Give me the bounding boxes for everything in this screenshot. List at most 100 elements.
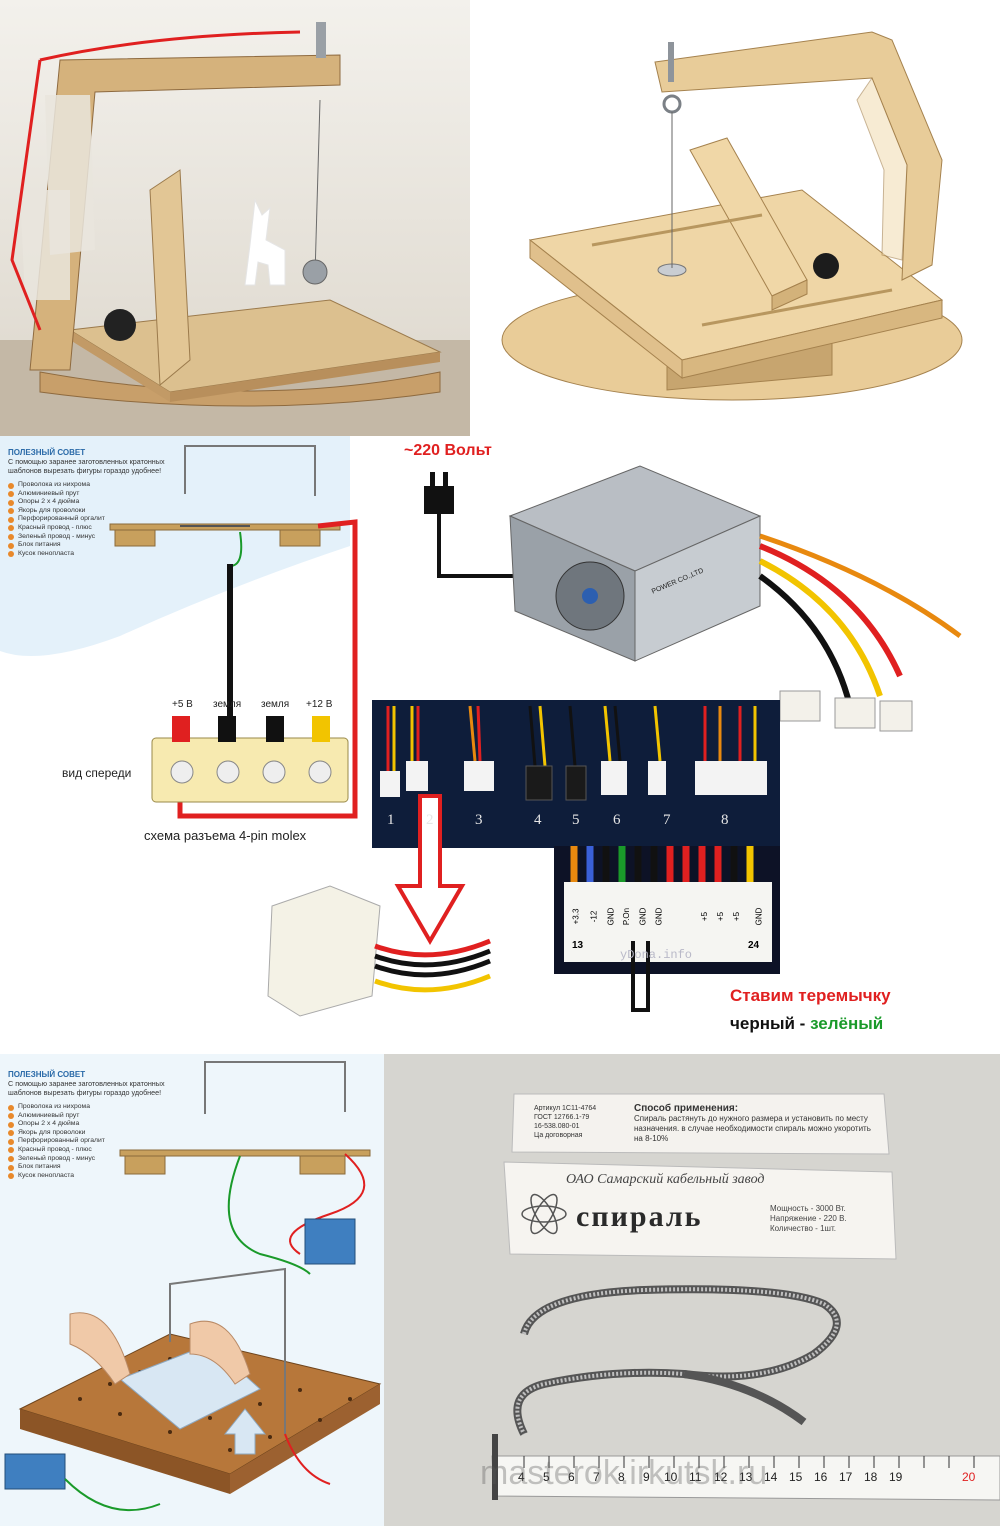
usage-illustration: ПОЛЕЗНЫЙ СОВЕТ С помощью заранее заготов… xyxy=(0,1054,384,1526)
packet-product-name: спираль xyxy=(576,1200,703,1233)
legend-item: Якорь для проволоки xyxy=(8,1129,168,1138)
tip-block-2: ПОЛЕЗНЫЙ СОВЕТ С помощью заранее заготов… xyxy=(8,1070,168,1180)
wiring-diagram-panel: ПОЛЕЗНЫЙ СОВЕТ С помощью заранее заготов… xyxy=(0,436,1000,1054)
atx-pin-label: +3.3 xyxy=(571,908,581,925)
legend-item: Алюминиевый прут xyxy=(8,490,168,499)
tip-title: ПОЛЕЗНЫЙ СОВЕТ xyxy=(8,448,86,457)
ruler-number: 10 xyxy=(664,1470,678,1484)
packet-specs: Мощность - 3000 Вт. Напряжение - 220 В. … xyxy=(770,1204,847,1234)
wiring-diagram-drawing xyxy=(0,436,962,1017)
legend-item: Кусок пенопласта xyxy=(8,1172,168,1181)
atx-pin-label: -12 xyxy=(589,910,599,923)
ruler-number: 4 xyxy=(518,1470,525,1484)
legend-item: Красный провод - плюс xyxy=(8,1146,168,1155)
ruler-number: 13 xyxy=(739,1470,753,1484)
atx-pin-label: +5 xyxy=(716,911,726,922)
tip-text: С помощью заранее заготовленных кратонны… xyxy=(8,1079,165,1097)
legend-item: Блок питания xyxy=(8,1163,168,1172)
atx-pin-label: +5 xyxy=(700,911,710,922)
ruler-number: 20 xyxy=(962,1470,976,1484)
legend-item: Опоры 2 х 4 дюйма xyxy=(8,1120,168,1129)
legend-item: Алюминиевый прут xyxy=(8,1112,168,1121)
molex-pin-label: +5 В xyxy=(172,699,193,710)
molex-pin-label: +12 В xyxy=(306,699,333,710)
ruler-number: 16 xyxy=(814,1470,828,1484)
power-voltage-label: ~220 Вольт xyxy=(404,442,492,459)
legend-item: Проволока из нихрома xyxy=(8,481,168,490)
connector-number: 1 xyxy=(387,812,395,828)
cad-render-cutter xyxy=(472,0,1000,436)
ruler-number: 19 xyxy=(889,1470,903,1484)
tip-title: ПОЛЕЗНЫЙ СОВЕТ xyxy=(8,1070,86,1079)
connector-number: 2 xyxy=(426,812,434,828)
ruler-number: 9 xyxy=(643,1470,650,1484)
packet-spec: Количество - 1шт. xyxy=(770,1224,836,1233)
atx-pin-label: P.On xyxy=(622,907,632,926)
front-view-label: вид спереди xyxy=(62,766,132,780)
ruler-number: 12 xyxy=(714,1470,728,1484)
ruler-number: 6 xyxy=(568,1470,575,1484)
atx-pin-number: 13 xyxy=(572,940,584,951)
atx-pin-label: GND xyxy=(638,907,648,926)
atom-logo xyxy=(521,1193,567,1235)
packet-price: Ца договорная xyxy=(534,1132,583,1139)
legend-item: Перфорированный оргалит xyxy=(8,515,168,524)
site-watermark: masterok.irkutsk.ru xyxy=(480,1454,768,1492)
tip-legend: Проволока из нихрома Алюминиевый прут Оп… xyxy=(8,481,168,558)
ruler-number: 14 xyxy=(764,1470,778,1484)
tip-legend: Проволока из нихрома Алюминиевый прут Оп… xyxy=(8,1103,168,1180)
photo-hot-wire-cutter-drawing xyxy=(0,0,470,436)
usage-illustration-drawing xyxy=(4,1061,382,1512)
atx-watermark: yDona.info xyxy=(620,948,693,962)
cad-render-drawing xyxy=(501,31,963,401)
nichrome-spiral-photo: Артикул 1С11-4764 ГОСТ 12766.1-79 16-538… xyxy=(384,1054,1000,1526)
ruler-number: 18 xyxy=(864,1470,878,1484)
packet-usage-text: Спираль растянуть до нужного размера и у… xyxy=(634,1114,871,1143)
ruler-number: 5 xyxy=(543,1470,550,1484)
photo-hot-wire-cutter xyxy=(0,0,470,436)
packet-usage-block: Способ применения: Спираль растянуть до … xyxy=(634,1104,874,1144)
legend-item: Зеленый провод - минус xyxy=(8,533,168,542)
ruler-number: 17 xyxy=(839,1470,853,1484)
molex-pin-label: земля xyxy=(213,699,242,710)
legend-item: Красный провод - плюс xyxy=(8,524,168,533)
atx-pin-label: GND xyxy=(606,907,616,926)
packet-code: 16-538.080-01 xyxy=(534,1123,580,1130)
connector-number: 5 xyxy=(572,812,580,828)
legend-item: Якорь для проволоки xyxy=(8,507,168,516)
ruler-number: 11 xyxy=(689,1470,702,1484)
legend-item: Перфорированный оргалит xyxy=(8,1137,168,1146)
jumper-colors: черный - зелёный xyxy=(730,1014,883,1034)
jumper-black-label: черный xyxy=(730,1014,795,1033)
ruler-number: 7 xyxy=(593,1470,600,1484)
packet-spec: Напряжение - 220 В. xyxy=(770,1214,847,1223)
atx-pin-number: 24 xyxy=(748,940,760,951)
packet-article-block: Артикул 1С11-4764 ГОСТ 12766.1-79 16-538… xyxy=(534,1104,596,1140)
jumper-dash: - xyxy=(794,1014,811,1033)
legend-item: Кусок пенопласта xyxy=(8,550,168,559)
jumper-title: Ставим теремычку xyxy=(730,986,891,1005)
molex-pin-label: земля xyxy=(261,699,290,710)
connector-number: 3 xyxy=(475,812,483,828)
molex-caption: схема разъема 4-pin molex xyxy=(144,828,307,843)
packet-maker: ОАО Самарский кабельный завод xyxy=(566,1172,765,1187)
legend-item: Опоры 2 х 4 дюйма xyxy=(8,498,168,507)
tip-text: С помощью заранее заготовленных кратонны… xyxy=(8,457,165,475)
connector-number: 4 xyxy=(534,812,542,828)
legend-item: Блок питания xyxy=(8,541,168,550)
atx-pin-label: GND xyxy=(754,907,764,926)
atx-pin-label: GND xyxy=(654,907,664,926)
connector-number: 8 xyxy=(721,812,729,828)
ruler-number: 15 xyxy=(789,1470,803,1484)
connector-number: 6 xyxy=(613,812,621,828)
packet-usage-title: Способ применения: xyxy=(634,1103,739,1114)
legend-item: Проволока из нихрома xyxy=(8,1103,168,1112)
jumper-green-label: зелёный xyxy=(810,1014,884,1033)
packet-spec: Мощность - 3000 Вт. xyxy=(770,1204,846,1213)
nichrome-spiral-drawing xyxy=(384,1054,1000,1526)
packet-gost: ГОСТ 12766.1-79 xyxy=(534,1114,590,1121)
packet-article: Артикул 1С11-4764 xyxy=(534,1105,597,1112)
atx-pin-label: +5 xyxy=(732,911,742,922)
ruler-number: 8 xyxy=(618,1470,625,1484)
connector-number: 7 xyxy=(663,812,671,828)
